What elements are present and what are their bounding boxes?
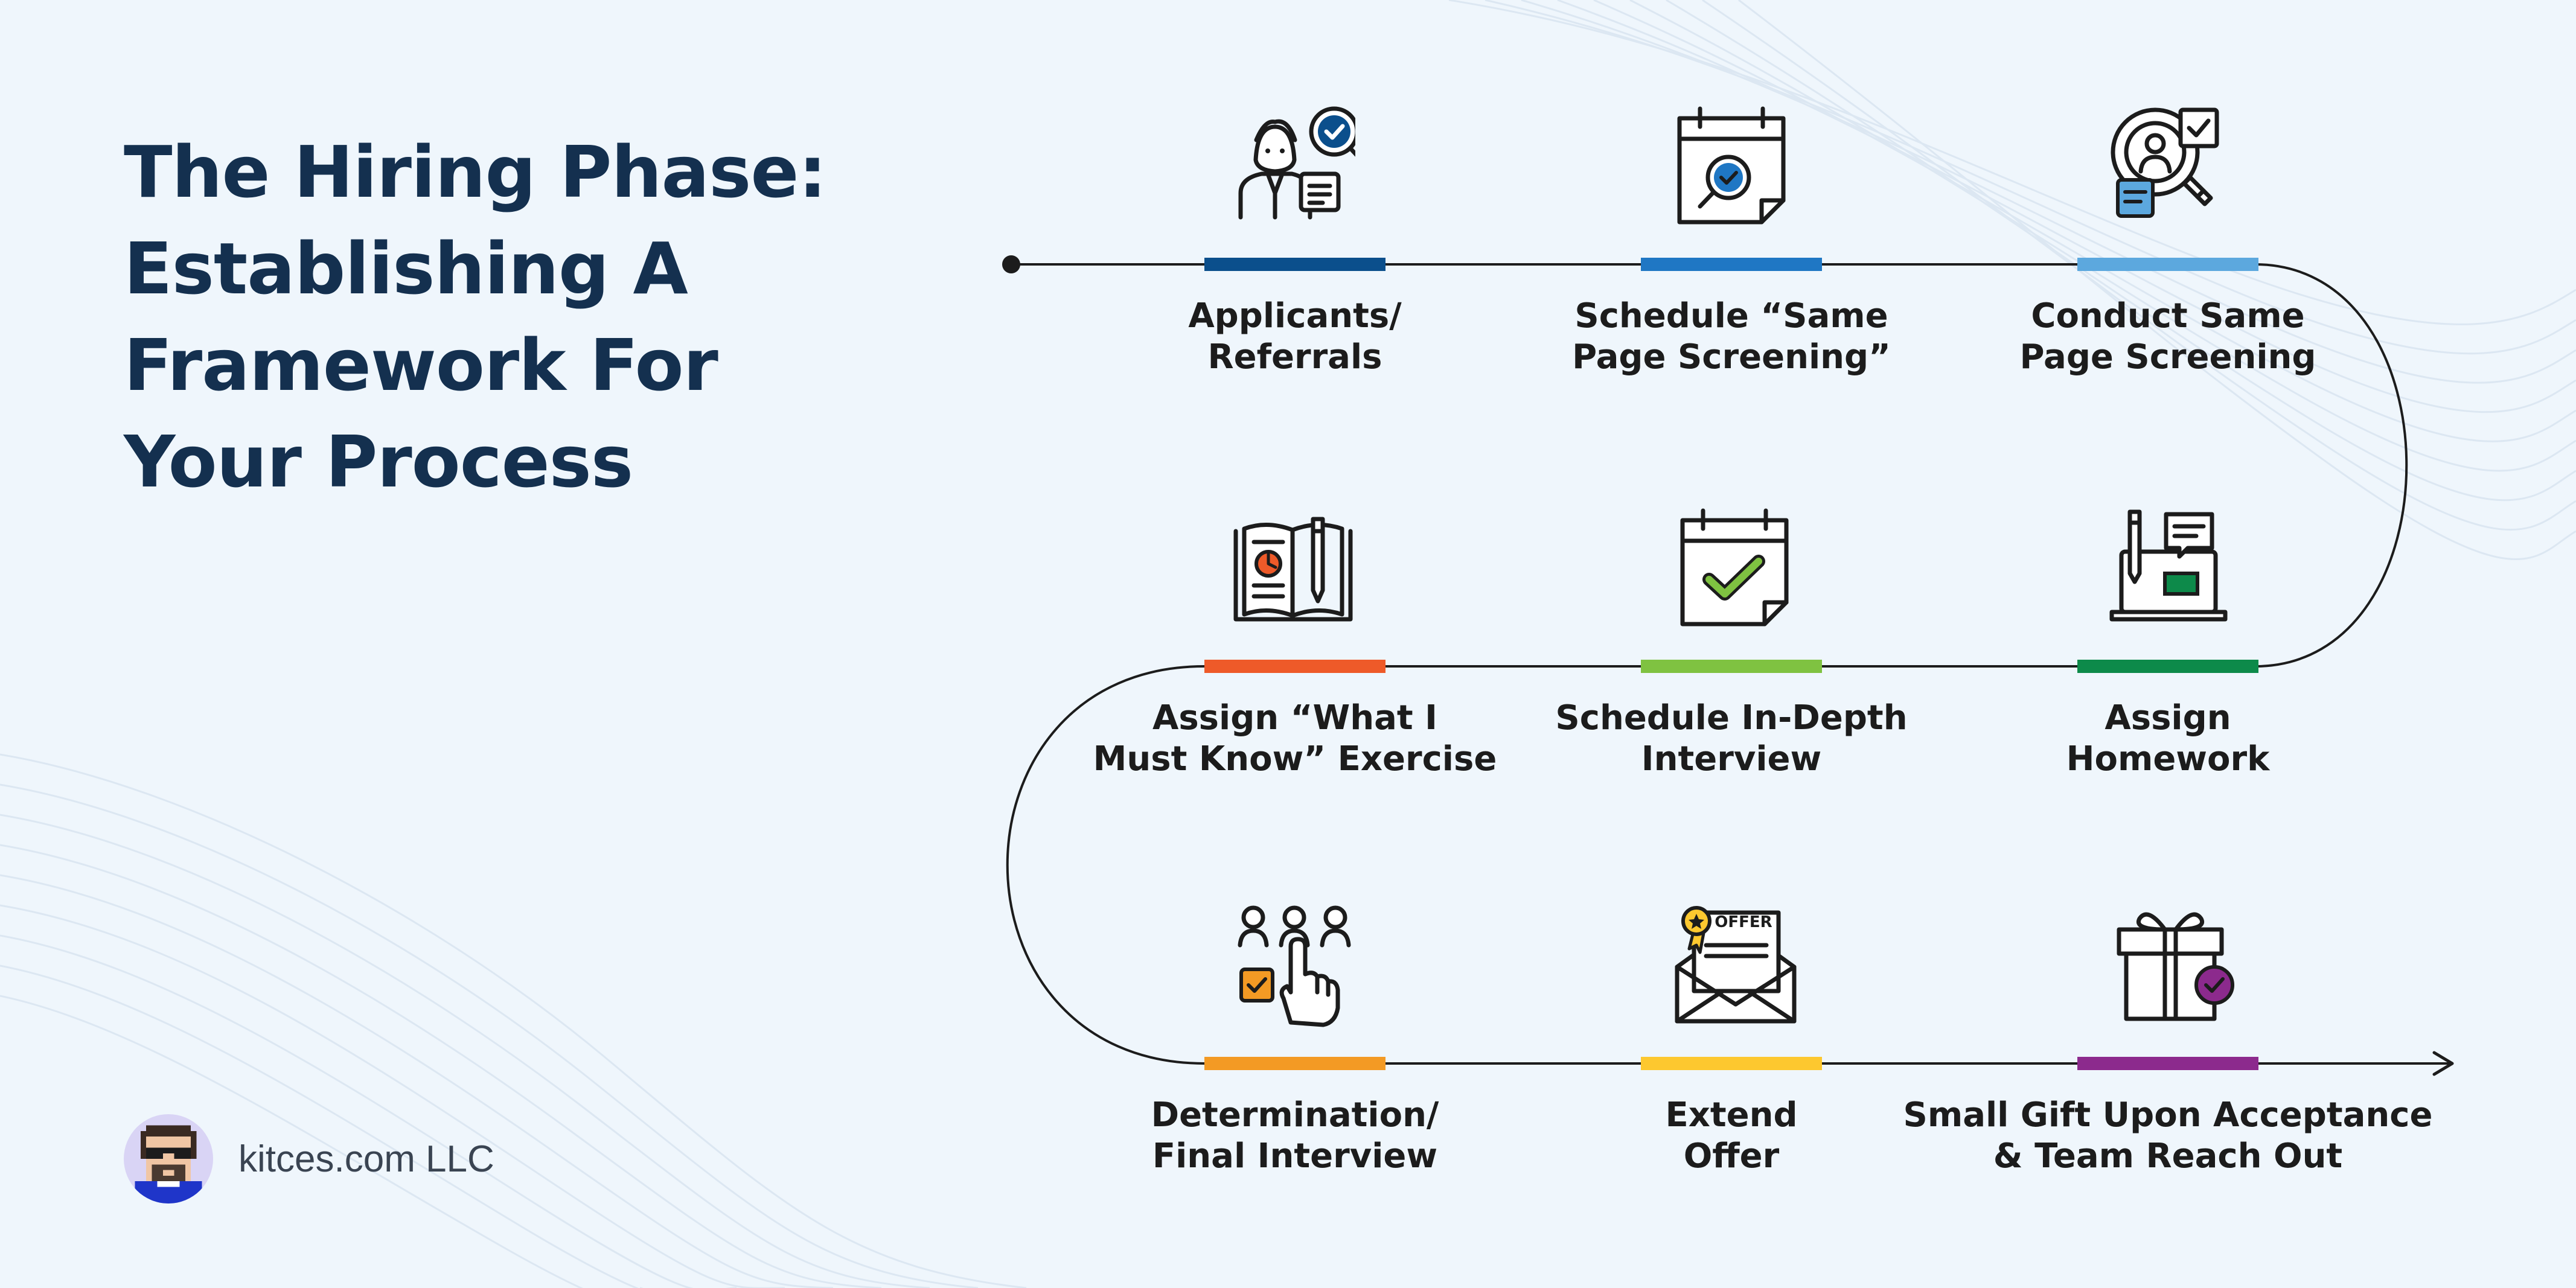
step-marker-must-know-exercise — [1204, 660, 1385, 673]
laptop-homework-icon — [2109, 509, 2228, 622]
step-marker-schedule-interview — [1641, 660, 1822, 673]
step-marker-applicants — [1204, 258, 1385, 271]
kitces-pixel-avatar-icon — [124, 1114, 213, 1204]
offer-icon-text: OFFER — [1715, 913, 1772, 931]
step-marker-small-gift — [2077, 1057, 2258, 1070]
brand-name: kitces.com LLC — [238, 1138, 494, 1180]
candidate-selection-icon — [1238, 905, 1351, 1027]
path-line — [1006, 263, 2451, 1065]
offer-envelope-icon: OFFER — [1675, 906, 1797, 1024]
step-marker-conduct-screening — [2077, 258, 2258, 271]
step-marker-final-interview — [1204, 1057, 1385, 1070]
title-line-2: Establishing A — [124, 227, 688, 310]
step-label-small-gift: Small Gift Upon Acceptance& Team Reach O… — [1903, 1095, 2433, 1176]
recruiter-search-icon — [1238, 106, 1355, 220]
title-line-1: The Hiring Phase: — [124, 130, 827, 214]
step-label-final-interview: Determination/Final Interview — [1151, 1095, 1439, 1176]
page-title: The Hiring Phase: Establishing A Framewo… — [124, 124, 939, 510]
title-line-4: Your Process — [124, 420, 633, 503]
path-start-dot — [1002, 255, 1020, 273]
open-book-pencil-icon — [1233, 517, 1353, 622]
candidate-screening-icon — [2111, 107, 2219, 218]
path-end-arrow — [2432, 1051, 2454, 1076]
brand-footer: kitces.com LLC — [124, 1114, 494, 1204]
step-marker-schedule-screening — [1641, 258, 1822, 271]
avatar — [124, 1114, 213, 1204]
step-marker-extend-offer — [1641, 1057, 1822, 1070]
calendar-check-icon — [1680, 508, 1789, 626]
step-marker-assign-homework — [2077, 660, 2258, 673]
gift-box-icon — [2117, 912, 2234, 1021]
title-line-3: Framework For — [124, 324, 718, 407]
calendar-search-icon — [1677, 106, 1786, 225]
step-label-applicants: Applicants/Referrals — [1188, 296, 1402, 377]
